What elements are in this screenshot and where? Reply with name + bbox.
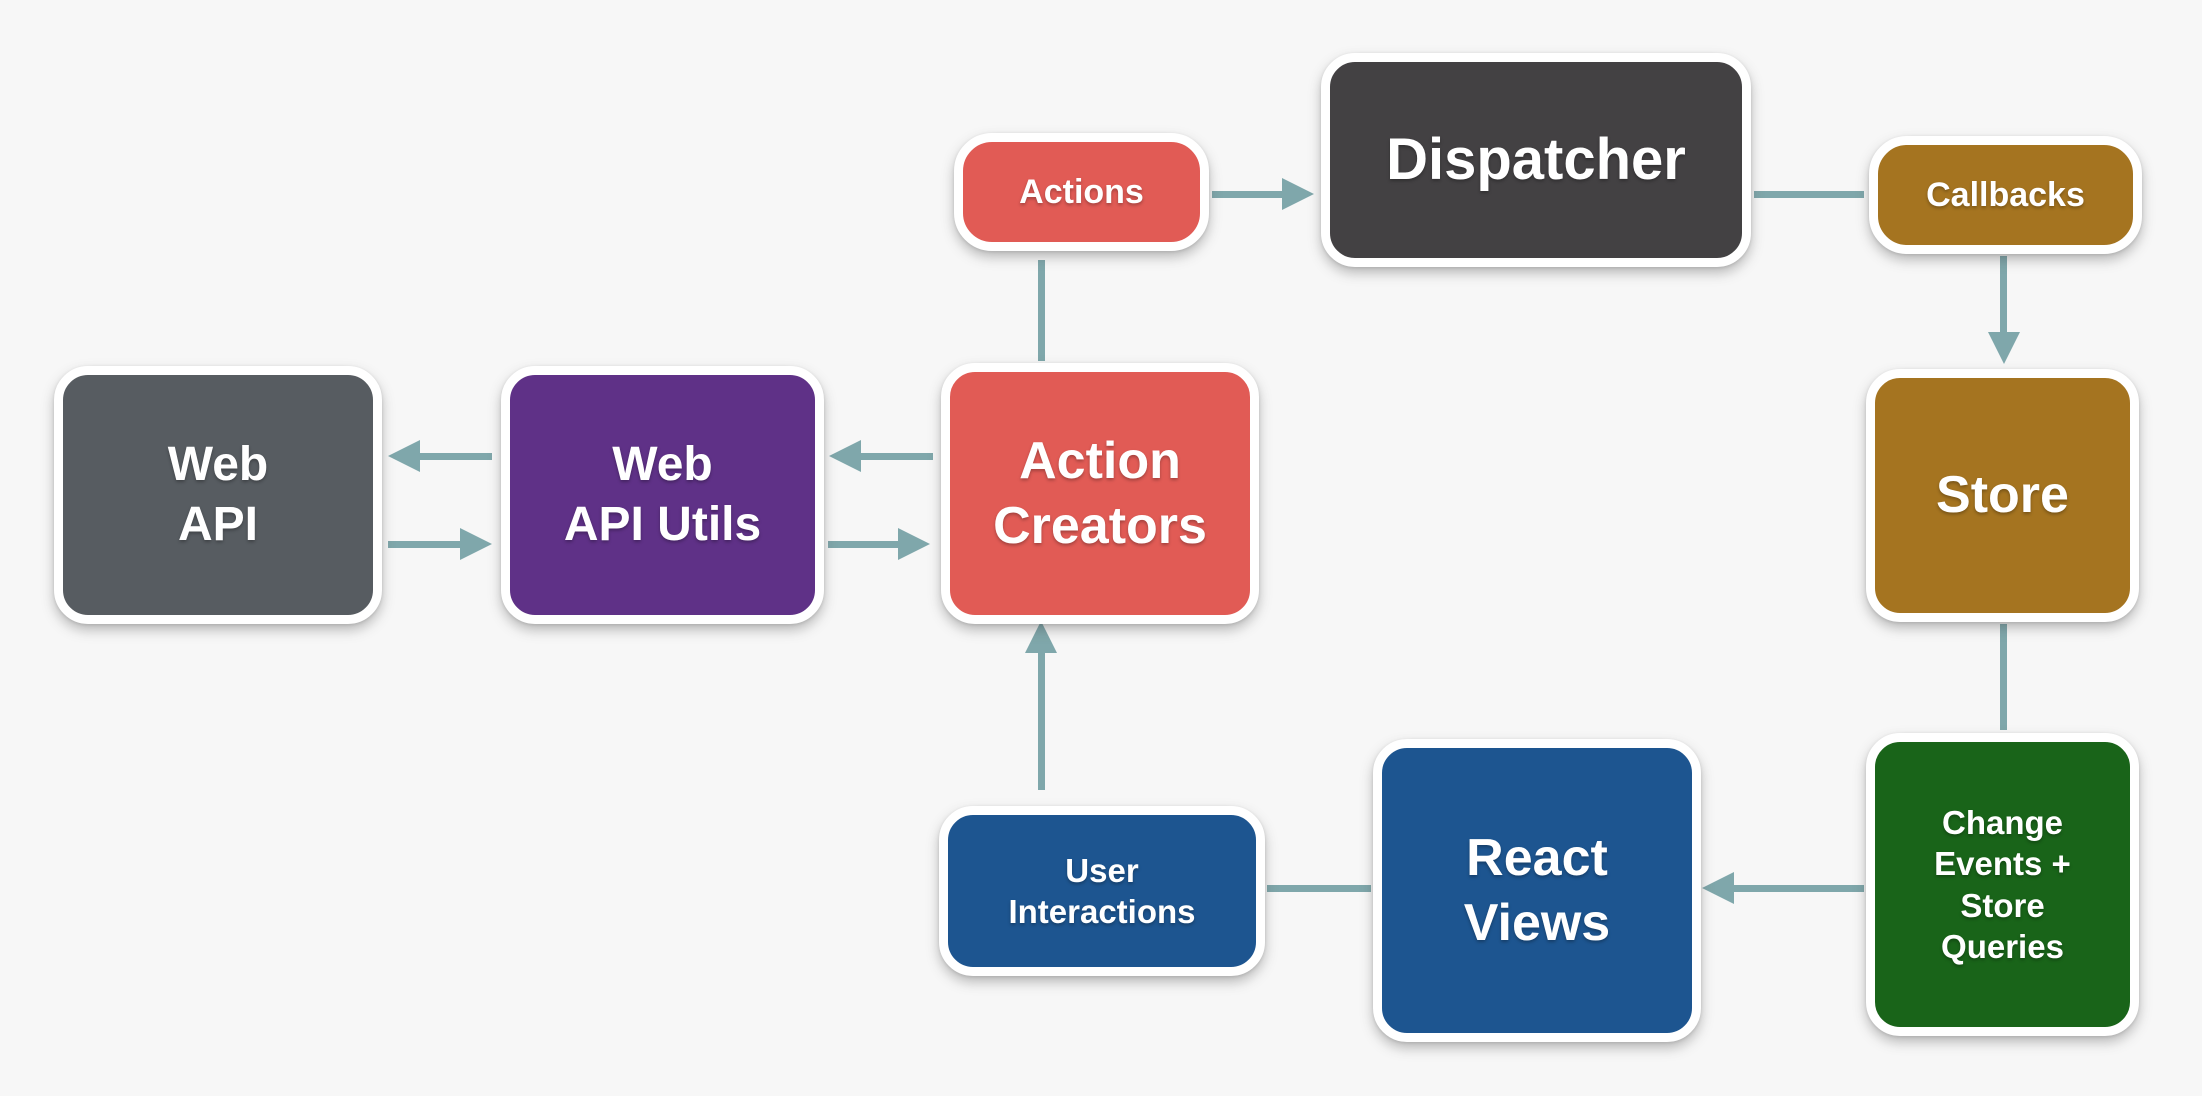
arrowhead-down-icon bbox=[1988, 332, 2020, 364]
node-store-label: Store bbox=[1936, 466, 2069, 524]
node-change-events-store-queries-label: Change Events + Store Queries bbox=[1934, 804, 2071, 965]
connector-line bbox=[2000, 624, 2007, 730]
connector-line bbox=[1038, 651, 1045, 790]
node-actions-label: Actions bbox=[1019, 172, 1144, 211]
connector-line bbox=[1212, 191, 1282, 198]
node-callbacks-label: Callbacks bbox=[1926, 175, 2085, 214]
arrowhead-up-icon bbox=[1025, 621, 1057, 653]
connector-line bbox=[1267, 885, 1371, 892]
node-user-interactions: User Interactions bbox=[939, 806, 1265, 976]
node-react-views-label: React Views bbox=[1463, 828, 1611, 952]
connector-line bbox=[828, 541, 898, 548]
connector-line bbox=[1734, 885, 1864, 892]
node-web-api-utils: Web API Utils bbox=[501, 366, 824, 624]
connector-line bbox=[420, 453, 492, 460]
arrowhead-left-icon bbox=[1702, 872, 1734, 904]
node-web-api-label: Web API bbox=[167, 438, 269, 551]
arrowhead-right-icon bbox=[1282, 178, 1314, 210]
connector-line bbox=[388, 541, 460, 548]
arrowhead-left-icon bbox=[388, 440, 420, 472]
arrowhead-right-icon bbox=[460, 528, 492, 560]
node-action-creators-label: Action Creators bbox=[993, 431, 1207, 555]
node-dispatcher-label: Dispatcher bbox=[1386, 126, 1686, 192]
connector-line bbox=[2000, 256, 2007, 332]
node-actions: Actions bbox=[954, 133, 1209, 251]
node-callbacks: Callbacks bbox=[1869, 136, 2142, 254]
node-user-interactions-label: User Interactions bbox=[1008, 851, 1196, 930]
node-web-api-utils-label: Web API Utils bbox=[563, 438, 762, 551]
node-react-views: React Views bbox=[1373, 739, 1701, 1042]
node-action-creators: Action Creators bbox=[941, 363, 1259, 624]
connector-line bbox=[861, 453, 933, 460]
node-web-api: Web API bbox=[54, 366, 382, 624]
connector-line bbox=[1038, 260, 1045, 361]
arrowhead-left-icon bbox=[829, 440, 861, 472]
node-store: Store bbox=[1866, 369, 2139, 622]
arrowhead-right-icon bbox=[898, 528, 930, 560]
node-dispatcher: Dispatcher bbox=[1321, 53, 1751, 267]
connector-line bbox=[1754, 191, 1864, 198]
node-change-events-store-queries: Change Events + Store Queries bbox=[1866, 733, 2139, 1036]
